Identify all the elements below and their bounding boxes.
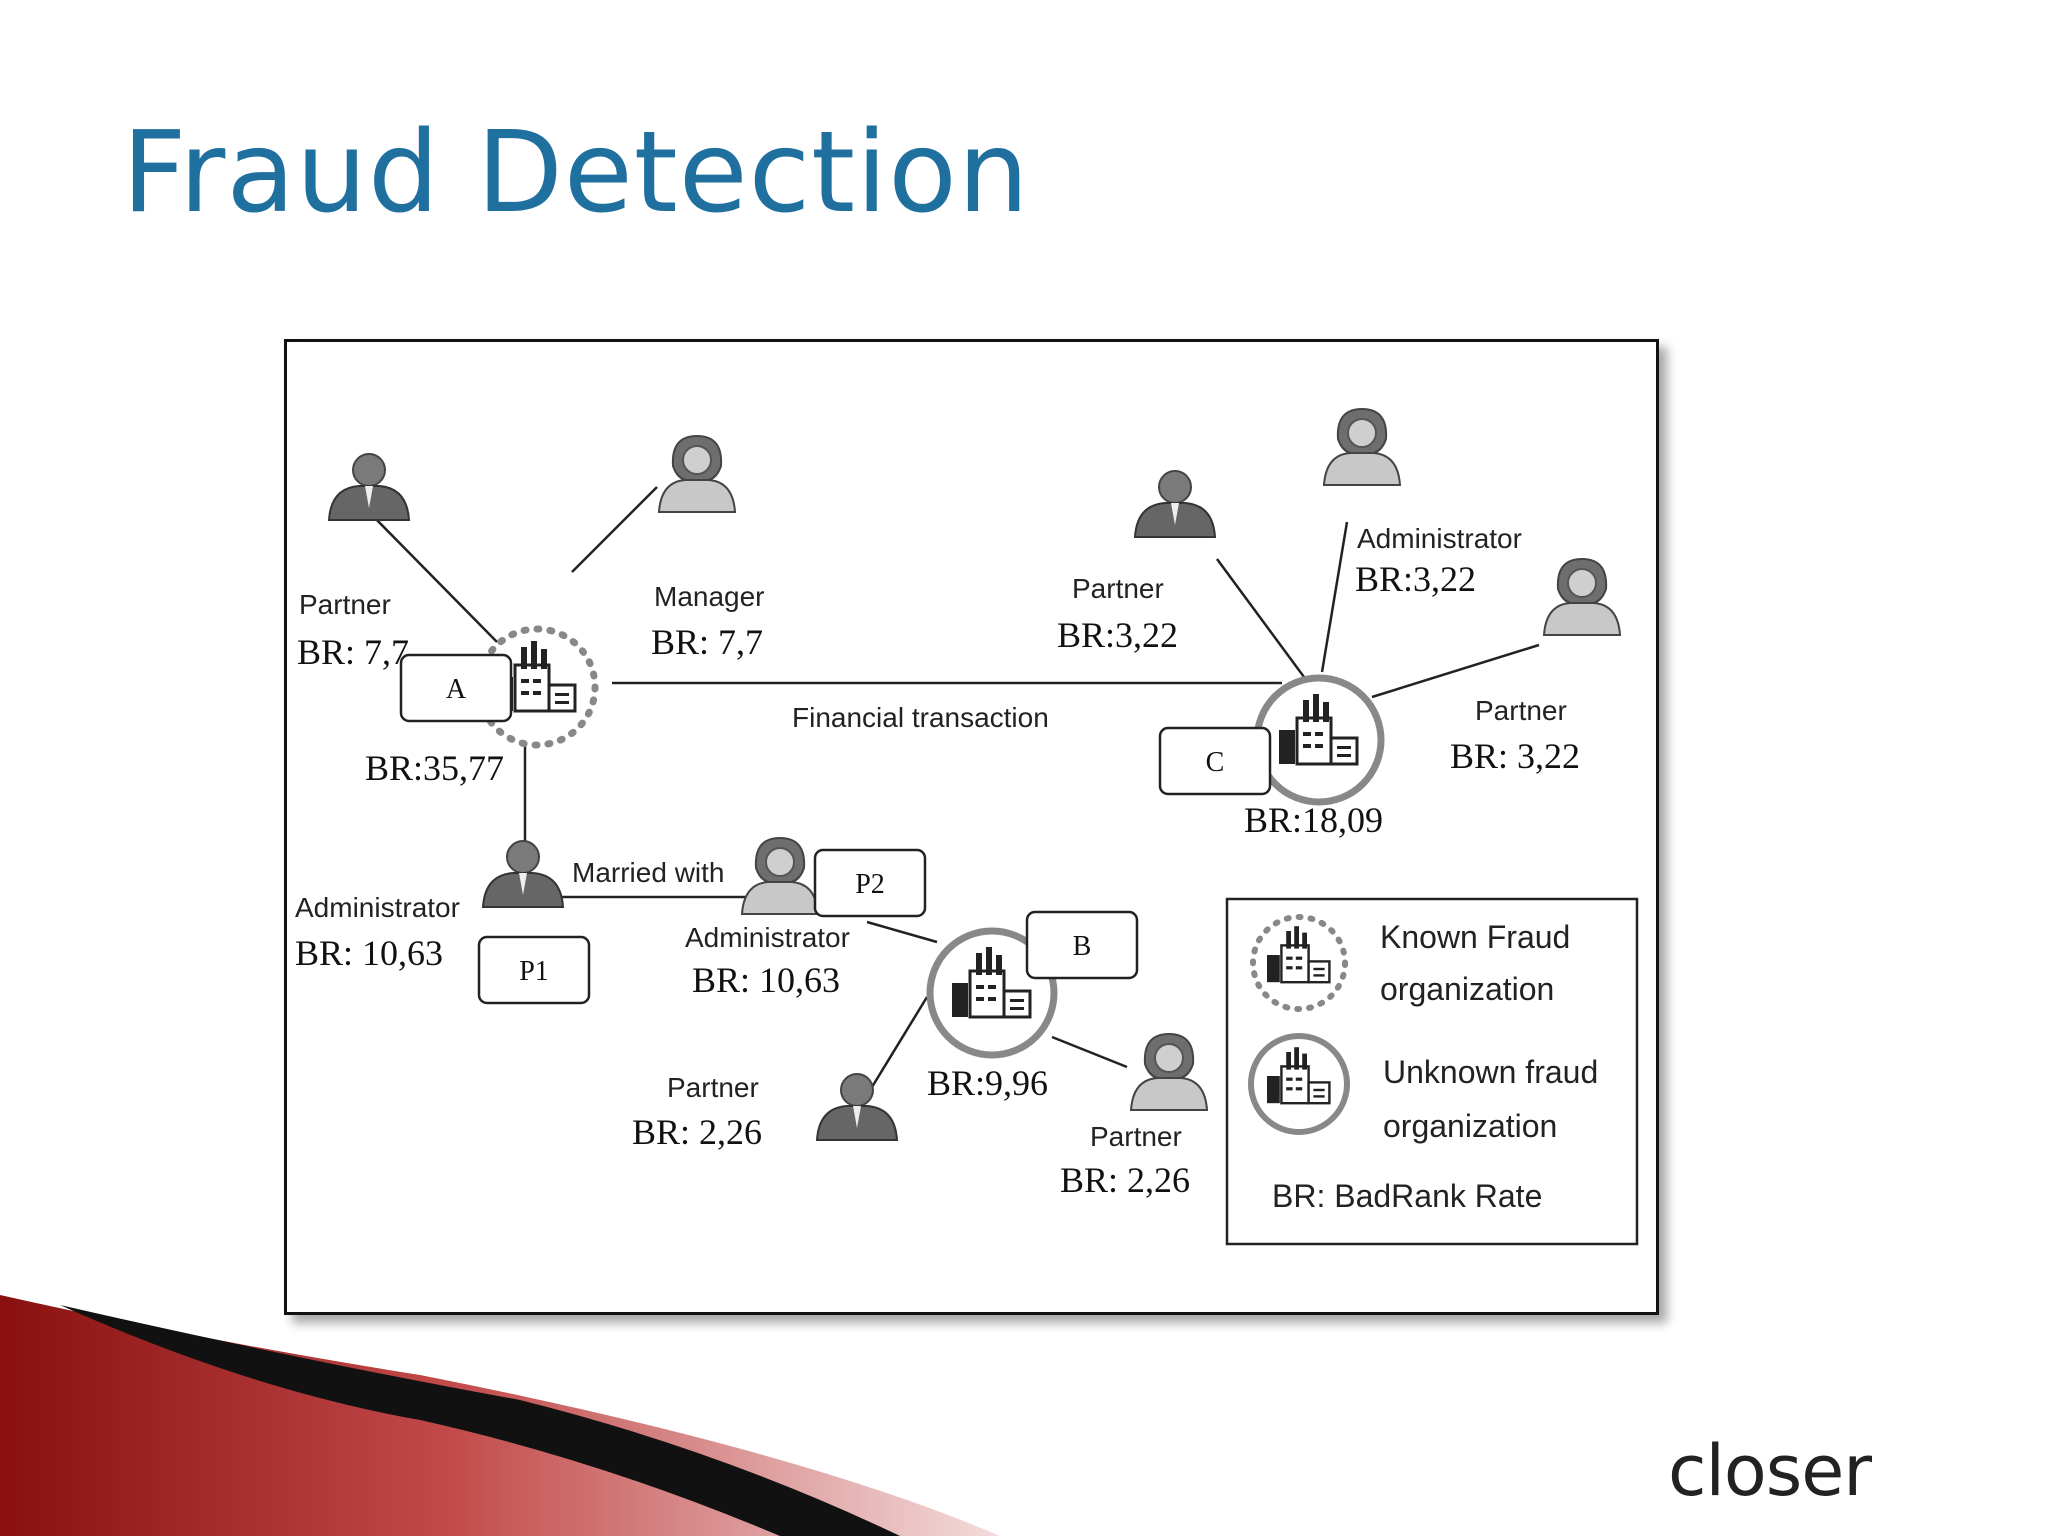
banner-red-swoosh [0, 1295, 1000, 1536]
administrator-p1-role: Administrator [295, 892, 460, 923]
partner-a-role: Partner [299, 589, 391, 620]
partner-c1-br: BR:3,22 [1057, 615, 1178, 655]
org-c-br: BR:18,09 [1244, 800, 1383, 840]
manager-role: Manager [654, 581, 765, 612]
partner-c2-role: Partner [1475, 695, 1567, 726]
edge-org-b-to-partner-b1 [872, 997, 927, 1087]
org-b-br: BR:9,96 [927, 1063, 1048, 1103]
administrator-c-person-icon [1324, 409, 1400, 485]
manager-br: BR: 7,7 [651, 622, 763, 662]
partner-b2-br: BR: 2,26 [1060, 1160, 1190, 1200]
married-with-label: Married with [572, 857, 724, 888]
partner-a-person-icon [329, 454, 409, 520]
legend-known-line2: organization [1380, 971, 1554, 1007]
legend-unknown-line1: Unknown fraud [1383, 1054, 1598, 1090]
administrator-p1-person-icon [483, 841, 563, 907]
legend-known-fraud-icon [1253, 917, 1345, 1009]
partner-b1-person-icon [817, 1074, 897, 1140]
partner-b2-person-icon [1131, 1034, 1207, 1110]
edge-p2-to-org-b [867, 922, 937, 942]
legend: Known Fraud organization Unknown fraud o… [1227, 899, 1637, 1244]
partner-b1-br: BR: 2,26 [632, 1112, 762, 1152]
financial-transaction-label: Financial transaction [792, 702, 1049, 733]
node-c-label: C [1206, 747, 1225, 778]
administrator-c-role: Administrator [1357, 523, 1522, 554]
diagram-canvas: A C B P1 P2 Partner Manager Financial tr… [287, 342, 1656, 1312]
manager-person-icon [659, 436, 735, 512]
partner-c1-role: Partner [1072, 573, 1164, 604]
administrator-p2-role: Administrator [685, 922, 850, 953]
org-c-unknown-fraud [1257, 678, 1381, 802]
administrator-p2-person-icon [742, 838, 818, 914]
logo-text: closer [1668, 1430, 1871, 1512]
closer-logo: closer [1668, 1430, 1871, 1512]
legend-unknown-fraud-icon [1251, 1036, 1347, 1132]
partner-b1-role: Partner [667, 1072, 759, 1103]
legend-known-line1: Known Fraud [1380, 919, 1570, 955]
administrator-p1-br: BR: 10,63 [295, 933, 443, 973]
node-a-label: A [446, 674, 467, 705]
node-p2-label: P2 [855, 869, 885, 900]
legend-br-definition: BR: BadRank Rate [1272, 1178, 1542, 1214]
edge-partner-a-to-org-a [369, 512, 497, 642]
node-p1-label: P1 [519, 956, 549, 987]
edge-manager-to-org-a [572, 487, 657, 572]
page-title: Fraud Detection [122, 108, 1030, 238]
edge-org-b-to-partner-b2 [1052, 1037, 1127, 1067]
partner-c2-br: BR: 3,22 [1450, 736, 1580, 776]
partner-a-br: BR: 7,7 [297, 632, 409, 672]
edge-admin-c-to-org-c [1322, 522, 1347, 672]
partner-b2-role: Partner [1090, 1121, 1182, 1152]
banner-black-swoosh [60, 1305, 900, 1536]
legend-unknown-line2: organization [1383, 1108, 1557, 1144]
partner-c1-person-icon [1135, 471, 1215, 537]
edge-partner-c1-to-org-c [1217, 559, 1304, 677]
node-b-label: B [1073, 931, 1092, 962]
org-a-br: BR:35,77 [365, 748, 504, 788]
edge-partner-c2-to-org-c [1372, 645, 1539, 697]
partner-c2-person-icon [1544, 559, 1620, 635]
administrator-c-br: BR:3,22 [1355, 559, 1476, 599]
administrator-p2-br: BR: 10,63 [692, 960, 840, 1000]
fraud-network-diagram: A C B P1 P2 Partner Manager Financial tr… [284, 339, 1659, 1315]
